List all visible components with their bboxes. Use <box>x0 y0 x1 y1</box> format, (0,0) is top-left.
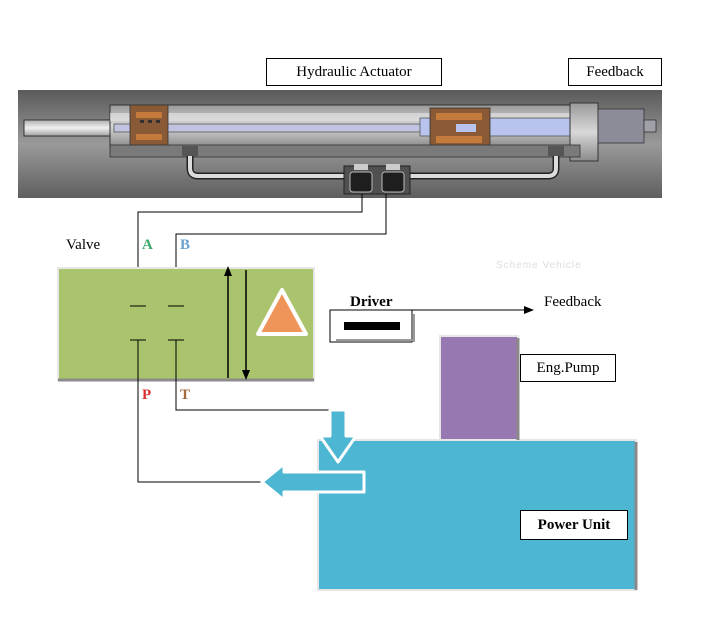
port-t-label: T <box>180 387 191 403</box>
faint-caption: Scheme Vehicle <box>496 260 582 271</box>
warning-triangle-icon <box>256 288 308 336</box>
driver-box <box>329 309 415 343</box>
port-p-label: P <box>142 387 152 403</box>
return-flow-arrow <box>318 408 358 464</box>
port-a-label: A <box>142 237 153 253</box>
pump-label: Eng.Pump <box>520 354 616 382</box>
actuator-label: Hydraulic Actuator <box>266 58 442 86</box>
pump-label-text: Eng.Pump <box>536 359 600 376</box>
power-unit-label-text: Power Unit <box>537 516 611 533</box>
actuator-label-text: Hydraulic Actuator <box>296 63 412 80</box>
power-unit-label: Power Unit <box>520 510 628 540</box>
valve-block <box>57 266 315 382</box>
supply-flow-arrow <box>260 462 366 502</box>
engine-pump <box>439 335 520 441</box>
feedback-top-label: Feedback <box>568 58 662 86</box>
tank-line <box>175 380 330 411</box>
feedback-right-label: Feedback <box>544 294 602 310</box>
pressure-line <box>137 380 262 483</box>
driver-label: Driver <box>350 294 393 310</box>
valve-label: Valve <box>66 237 101 253</box>
port-b-label: B <box>180 237 191 253</box>
driver-signal-line <box>407 306 534 324</box>
feedback-top-label-text: Feedback <box>586 63 644 80</box>
actuator-illustration <box>18 90 662 198</box>
